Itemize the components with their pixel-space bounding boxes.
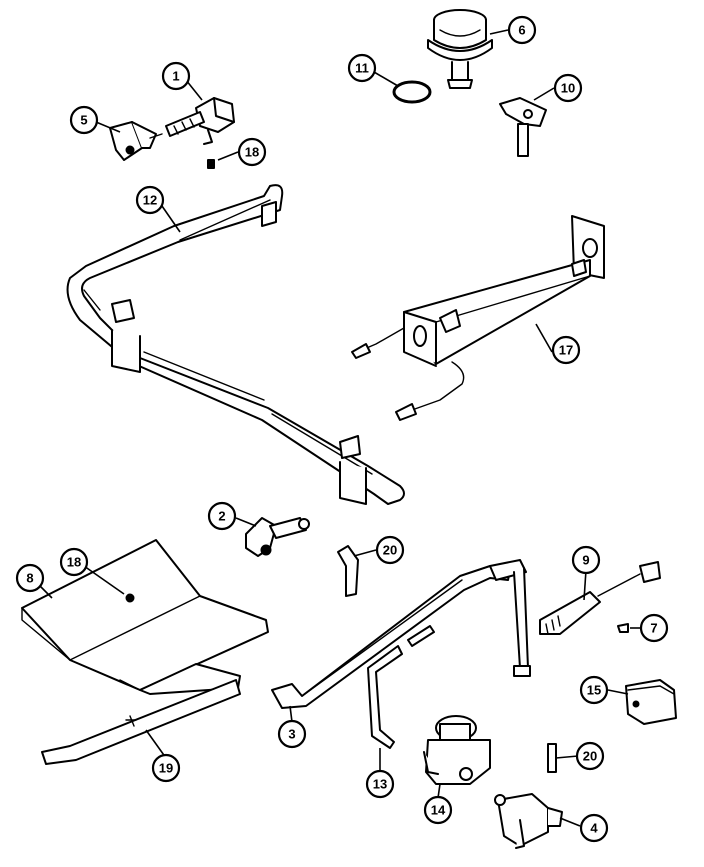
svg-text:9: 9 [582, 553, 589, 568]
callout-19: 19 [151, 753, 181, 783]
svg-text:3: 3 [288, 727, 295, 742]
svg-text:14: 14 [431, 803, 446, 818]
svg-text:20: 20 [383, 543, 397, 558]
svg-text:7: 7 [650, 621, 657, 636]
part-19-rod [41, 679, 241, 765]
callout-2: 2 [207, 501, 237, 531]
callout-4: 4 [579, 813, 609, 843]
part-4-valve [494, 793, 563, 849]
svg-text:13: 13 [373, 777, 387, 792]
callout-5: 5 [69, 105, 99, 135]
part-1-valve [165, 97, 235, 145]
svg-text:8: 8 [26, 571, 33, 586]
callout-10: 10 [553, 73, 583, 103]
part-7-clip [617, 623, 629, 633]
part-13-tube [367, 625, 435, 749]
svg-text:20: 20 [583, 749, 597, 764]
svg-text:18: 18 [67, 555, 81, 570]
callout-18-top: 18 [237, 137, 267, 167]
callout-13: 13 [365, 769, 395, 799]
part-10-bracket [499, 97, 547, 157]
svg-text:15: 15 [587, 683, 601, 698]
callout-15: 15 [579, 675, 609, 705]
svg-text:5: 5 [80, 113, 87, 128]
part-20-tube-upper [337, 545, 359, 597]
callout-12: 12 [135, 185, 165, 215]
part-3-feed-tube [271, 559, 531, 709]
callout-6: 6 [507, 15, 537, 45]
svg-text:12: 12 [143, 193, 157, 208]
part-15-block [625, 679, 677, 725]
svg-text:4: 4 [590, 821, 598, 836]
callout-9: 9 [571, 545, 601, 575]
svg-text:2: 2 [218, 509, 225, 524]
part-2-valve [245, 517, 310, 557]
part-18-screw-top [207, 159, 215, 169]
callout-14: 14 [423, 795, 453, 825]
part-12-manifold [66, 184, 405, 505]
callout-7: 7 [639, 613, 669, 643]
svg-text:19: 19 [159, 761, 173, 776]
svg-text:17: 17 [559, 343, 573, 358]
callout-1: 1 [161, 61, 191, 91]
callout-20-upper: 20 [375, 535, 405, 565]
part-5-bracket [109, 121, 163, 161]
part-17-burner-assembly [351, 215, 605, 421]
svg-text:1: 1 [172, 69, 179, 84]
part-20-tube-lower [547, 743, 557, 773]
leader-lines [39, 29, 640, 827]
callout-18-shield: 18 [59, 547, 89, 577]
svg-text:18: 18 [245, 145, 259, 160]
part-8-heat-shield [21, 539, 269, 695]
callout-11: 11 [347, 53, 377, 83]
callout-3: 3 [277, 719, 307, 749]
part-14-regulator [423, 715, 491, 785]
part-6-regulator [427, 9, 493, 89]
callout-8: 8 [15, 563, 45, 593]
callout-17: 17 [551, 335, 581, 365]
svg-text:6: 6 [518, 23, 525, 38]
callout-20-lower: 20 [575, 741, 605, 771]
part-11-o-ring [392, 80, 432, 104]
part-9-harness [539, 561, 661, 635]
svg-text:10: 10 [561, 81, 575, 96]
svg-text:11: 11 [355, 61, 369, 76]
